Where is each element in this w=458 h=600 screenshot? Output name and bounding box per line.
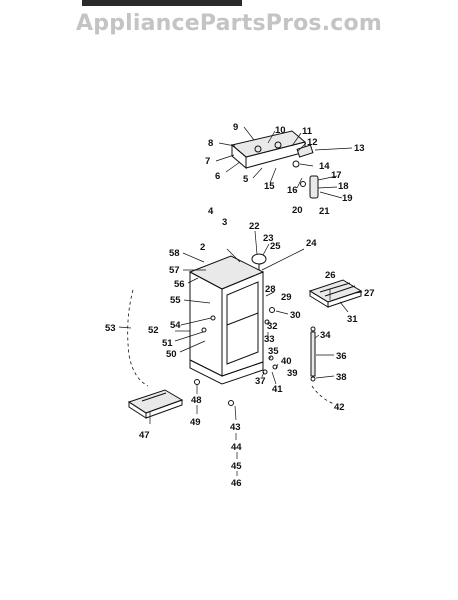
callout-38: 38	[336, 372, 347, 383]
top-border-bar	[82, 0, 242, 6]
cabinet-front-opening	[221, 271, 264, 377]
callout-10: 10	[275, 125, 286, 136]
callout-13: 13	[354, 143, 365, 154]
callout-32: 32	[267, 321, 278, 332]
hinge-bar	[310, 331, 316, 377]
control-knob-part	[254, 145, 262, 153]
bulb-part	[300, 181, 306, 187]
callout-27: 27	[364, 288, 375, 299]
callout-42: 42	[334, 402, 345, 413]
switch-part	[296, 144, 314, 158]
callout-19: 19	[342, 193, 353, 204]
callout-39: 39	[287, 368, 298, 379]
callout-58: 58	[169, 248, 180, 259]
callout-51: 51	[162, 338, 173, 349]
callout-40: 40	[281, 356, 292, 367]
control-panel-top	[230, 130, 307, 158]
callout-22: 22	[249, 221, 260, 232]
callout-23: 23	[263, 233, 274, 244]
callout-14: 14	[319, 161, 330, 172]
leader-lines-top	[215, 126, 353, 199]
callout-29: 29	[281, 292, 292, 303]
callout-41: 41	[272, 384, 283, 395]
callout-25: 25	[270, 241, 281, 252]
watermark-text: AppliancePartsPros.com	[76, 11, 382, 36]
cabinet-left-side	[189, 271, 223, 377]
callout-labels: 2 3 4 5 6 7 8 9 10 11 12 13 14 15 16 17 …	[105, 122, 375, 489]
callout-24: 24	[306, 238, 317, 249]
callout-36: 36	[336, 351, 347, 362]
light-socket-part	[309, 175, 319, 199]
callout-21: 21	[319, 206, 330, 217]
leader-lines-body	[118, 230, 363, 476]
callout-31: 31	[347, 314, 358, 325]
callout-18: 18	[338, 181, 349, 192]
callout-28: 28	[265, 284, 276, 295]
fan-motor-part	[251, 253, 267, 265]
small-hardware	[194, 307, 278, 406]
callout-34: 34	[320, 330, 331, 341]
callout-9: 9	[233, 122, 238, 133]
hinge-pin-bottom	[310, 376, 316, 382]
callout-12: 12	[307, 137, 318, 148]
callout-43: 43	[230, 422, 241, 433]
thermostat-knob-part	[274, 141, 282, 149]
callout-26: 26	[325, 270, 336, 281]
callout-53: 53	[105, 323, 116, 334]
callout-15: 15	[264, 181, 275, 192]
callout-46: 46	[231, 478, 242, 489]
callout-7: 7	[205, 156, 210, 167]
cabinet-base	[189, 359, 264, 385]
leveling-leg-48	[194, 379, 200, 385]
callout-8: 8	[208, 138, 213, 149]
callout-3: 3	[222, 217, 227, 228]
callout-52: 52	[148, 325, 159, 336]
callout-35: 35	[268, 346, 279, 357]
callout-30: 30	[290, 310, 301, 321]
callout-16: 16	[287, 185, 298, 196]
callout-56: 56	[174, 279, 185, 290]
callout-17: 17	[331, 170, 342, 181]
screw-part-14	[292, 160, 300, 168]
callout-50: 50	[166, 349, 177, 360]
callout-49: 49	[190, 417, 201, 428]
callout-57: 57	[169, 265, 180, 276]
crisper-cover-assembly	[127, 389, 184, 419]
callout-47: 47	[139, 430, 150, 441]
callout-44: 44	[231, 442, 242, 453]
callout-4: 4	[208, 206, 214, 217]
callout-11: 11	[302, 126, 313, 137]
callout-20: 20	[292, 205, 303, 216]
callout-54: 54	[170, 320, 181, 331]
refrigerator-cabinet	[188, 253, 267, 385]
callout-45: 45	[231, 461, 242, 472]
callout-55: 55	[170, 295, 181, 306]
hinge-pin	[310, 326, 316, 332]
callout-37: 37	[255, 376, 266, 387]
callout-48: 48	[191, 395, 202, 406]
callout-5: 5	[243, 174, 249, 185]
shelf-assembly	[308, 279, 363, 308]
callout-2: 2	[200, 242, 205, 253]
callout-33: 33	[264, 334, 275, 345]
shelf-divider	[226, 312, 259, 326]
cabinet-liner	[226, 281, 259, 365]
callout-6: 6	[215, 171, 220, 182]
hinge-assembly	[310, 326, 316, 382]
